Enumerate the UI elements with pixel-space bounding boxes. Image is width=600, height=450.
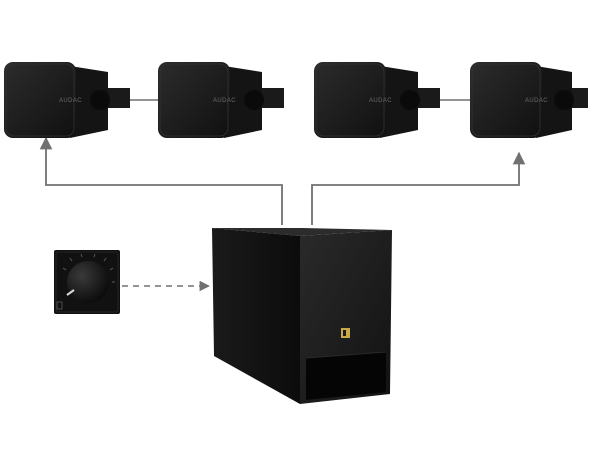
- volume-knob-icon: [67, 261, 109, 303]
- wall-speaker-3: AUDAC: [314, 62, 440, 138]
- arrow-subwoofer-to-speaker-4: [311, 151, 526, 225]
- speaker-brand-label: AUDAC: [59, 98, 82, 104]
- subwoofer-cabinet: [212, 228, 392, 404]
- speaker-brand-label: AUDAC: [525, 98, 548, 104]
- wall-speaker-4: AUDAC: [470, 62, 588, 138]
- arrow-subwoofer-to-speaker-1: [39, 136, 283, 225]
- bass-port: [306, 352, 386, 400]
- volume-control: [54, 250, 120, 314]
- wall-speaker-1: AUDAC: [4, 62, 130, 138]
- wall-speaker-2: AUDAC: [158, 62, 284, 138]
- speaker-brand-label: AUDAC: [369, 98, 392, 104]
- speaker-brand-label: AUDAC: [213, 98, 236, 104]
